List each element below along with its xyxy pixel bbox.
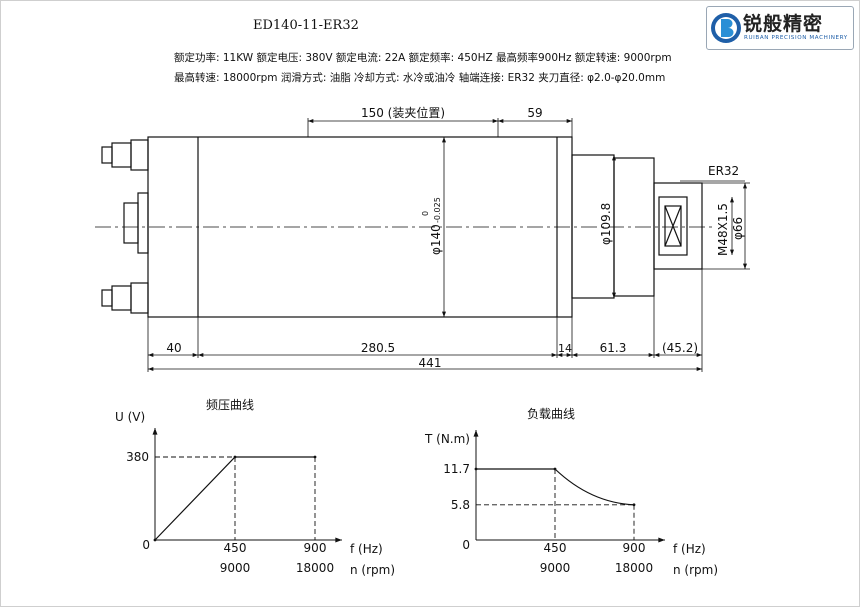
- voltage-chart-title: 频压曲线: [206, 398, 254, 412]
- torque-x-tick-label: 900: [623, 541, 646, 555]
- bottom-dimensions: [147, 269, 703, 372]
- logo-b-icon: [711, 13, 741, 43]
- dia-body-tol-upper: 0: [421, 211, 430, 216]
- voltage-x-axis-label-f: f (Hz): [350, 542, 383, 556]
- torque-chart: 11.7 5.8 450 9000 900 18000: [443, 429, 665, 575]
- dim-61-3: 61.3: [600, 341, 627, 355]
- collet-nut: [653, 182, 703, 270]
- dia-body-label: φ140: [429, 224, 443, 255]
- voltage-rpm-tick-label: 18000: [296, 561, 334, 575]
- dim-45-2: (45.2): [662, 341, 698, 355]
- spec-line-1: 额定功率: 11KW 额定电压: 380V 额定电流: 22A 额定频率: 45…: [174, 52, 672, 64]
- dim-total-441: 441: [419, 356, 442, 370]
- torque-y-tick-label: 5.8: [451, 498, 470, 512]
- collet-core: [664, 205, 682, 247]
- rear-connector-mid: [123, 192, 149, 254]
- collet-inner: [658, 196, 688, 256]
- diameter-dimensions: [442, 137, 750, 317]
- spec-line-2: 最高转速: 18000rpm 润滑方式: 油脂 冷却方式: 水冷或油冷 轴端连接…: [174, 72, 666, 84]
- torque-y-axis-label: T (N.m): [424, 432, 470, 446]
- torque-chart-title: 负载曲线: [527, 407, 575, 421]
- dim-14: 14: [558, 342, 572, 355]
- collet-label: ER32: [708, 164, 739, 178]
- logo-name: 锐般精密: [743, 13, 824, 35]
- model-title: ED140-11-ER32: [253, 18, 359, 33]
- cable-connector-bottom: [101, 282, 149, 314]
- dia-flange-label: φ109.8: [599, 203, 613, 245]
- thread-label: M48X1.5: [716, 203, 730, 256]
- torque-rpm-tick-label: 18000: [615, 561, 653, 575]
- torque-x-axis-label-n: n (rpm): [673, 563, 718, 577]
- logo-subtitle: RUIBAN PRECISION MACHINERY: [744, 35, 848, 41]
- voltage-data-point: [153, 538, 157, 542]
- torque-x-axis-label-f: f (Hz): [673, 542, 706, 556]
- dia-body-tol-lower: -0.025: [433, 197, 442, 223]
- voltage-frequency-chart: 380 450 9000 900 18000: [126, 427, 343, 575]
- voltage-y-axis-label: U (V): [115, 410, 145, 424]
- voltage-x-tick-label: 450: [224, 541, 247, 555]
- torque-x-tick-label: 450: [544, 541, 567, 555]
- dim-280-5: 280.5: [361, 341, 395, 355]
- spindle-drawing: [101, 136, 703, 318]
- torque-curve: [476, 468, 635, 506]
- top-dimensions: [307, 118, 573, 137]
- voltage-x-axis-label-n: n (rpm): [350, 563, 395, 577]
- dia-nut-label: φ66: [731, 217, 745, 240]
- voltage-x-tick-label: 900: [304, 541, 327, 555]
- company-logo: 锐般精密 RUIBAN PRECISION MACHINERY: [706, 6, 854, 50]
- dim-40: 40: [166, 341, 181, 355]
- voltage-rpm-tick-label: 9000: [220, 561, 251, 575]
- cable-connector-top: [101, 139, 149, 171]
- dim-top-59: 59: [527, 106, 542, 120]
- torque-origin-label: 0: [462, 538, 470, 552]
- dim-clamp-position: 150 (装夹位置): [361, 105, 445, 120]
- torque-y-tick-label: 11.7: [443, 462, 470, 476]
- torque-rpm-tick-label: 9000: [540, 561, 571, 575]
- voltage-origin-label: 0: [142, 538, 150, 552]
- voltage-y-tick-label: 380: [126, 450, 149, 464]
